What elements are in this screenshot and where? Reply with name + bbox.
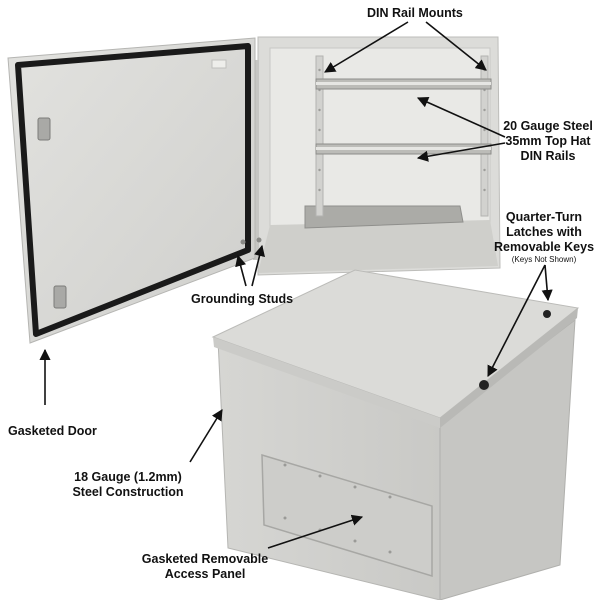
label-grounding-studs: Grounding Studs — [191, 292, 294, 306]
label-din-rail-mounts: DIN Rail Mounts — [367, 6, 463, 20]
label-line: Quarter-Turn — [505, 210, 583, 224]
label-gasketed-door: Gasketed Door — [8, 424, 97, 438]
label-keys-note: (Keys Not Shown) — [511, 255, 577, 264]
label-line: Steel Construction — [72, 485, 184, 499]
label-line: 35mm Top Hat — [505, 134, 591, 148]
open-door — [7, 37, 262, 344]
label-access-panel: Gasketed Removable Access Panel — [140, 552, 270, 582]
closed-enclosure — [211, 269, 580, 600]
label-line: Gasketed Removable — [141, 552, 269, 566]
label-steel-construction: 18 Gauge (1.2mm) Steel Construction — [68, 470, 188, 500]
label-line: Latches with — [506, 225, 582, 239]
label-line: Removable Keys — [493, 240, 595, 254]
label-din-rails: 20 Gauge Steel 35mm Top Hat DIN Rails — [496, 119, 600, 164]
label-latches: Quarter-Turn Latches with Removable Keys… — [490, 210, 598, 265]
label-line: Access Panel — [164, 567, 246, 581]
callout-arrows — [39, 21, 553, 549]
label-line: 20 Gauge Steel — [503, 119, 593, 133]
label-line: DIN Rails — [520, 149, 576, 163]
label-line: 18 Gauge (1.2mm) — [74, 470, 182, 484]
open-enclosure — [253, 36, 501, 276]
